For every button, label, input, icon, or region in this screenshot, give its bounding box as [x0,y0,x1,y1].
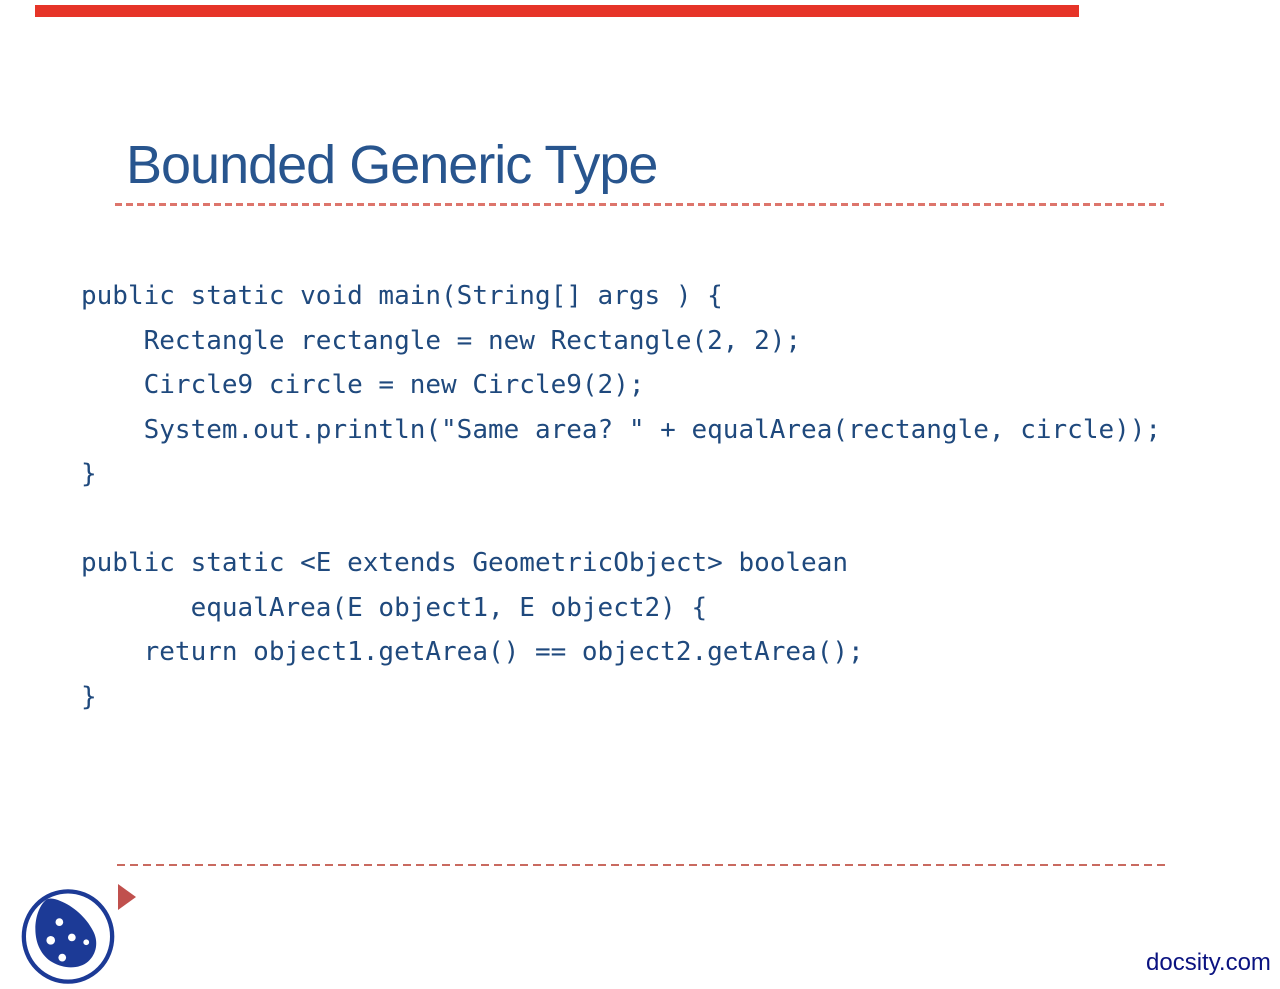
docsity-logo [21,889,115,984]
footer-divider-dashed-line [117,864,1165,866]
code-line: public static <E extends GeometricObject… [81,548,849,578]
play-triangle-icon [118,884,136,910]
page-title: Bounded Generic Type [126,135,658,195]
code-line: } [81,681,97,712]
docsity-link[interactable]: docsity.com [1146,949,1271,976]
title-divider-dashed-line [115,203,1164,206]
code-line [81,497,1161,542]
code-line: return object1.getArea() == object2.getA… [81,637,864,667]
code-line: Rectangle rectangle = new Rectangle(2, 2… [81,325,802,356]
code-line: equalArea(E object1, E object2) { [81,592,708,623]
code-line: } [81,459,97,489]
code-block: public static void main(String[] args ) … [81,274,1161,719]
code-line: Circle9 circle = new Circle9(2); [81,370,645,400]
top-red-bar [35,5,1079,17]
code-line: public static void main(String[] args ) … [81,281,723,311]
code-line: System.out.println("Same area? " + equal… [81,414,1162,445]
